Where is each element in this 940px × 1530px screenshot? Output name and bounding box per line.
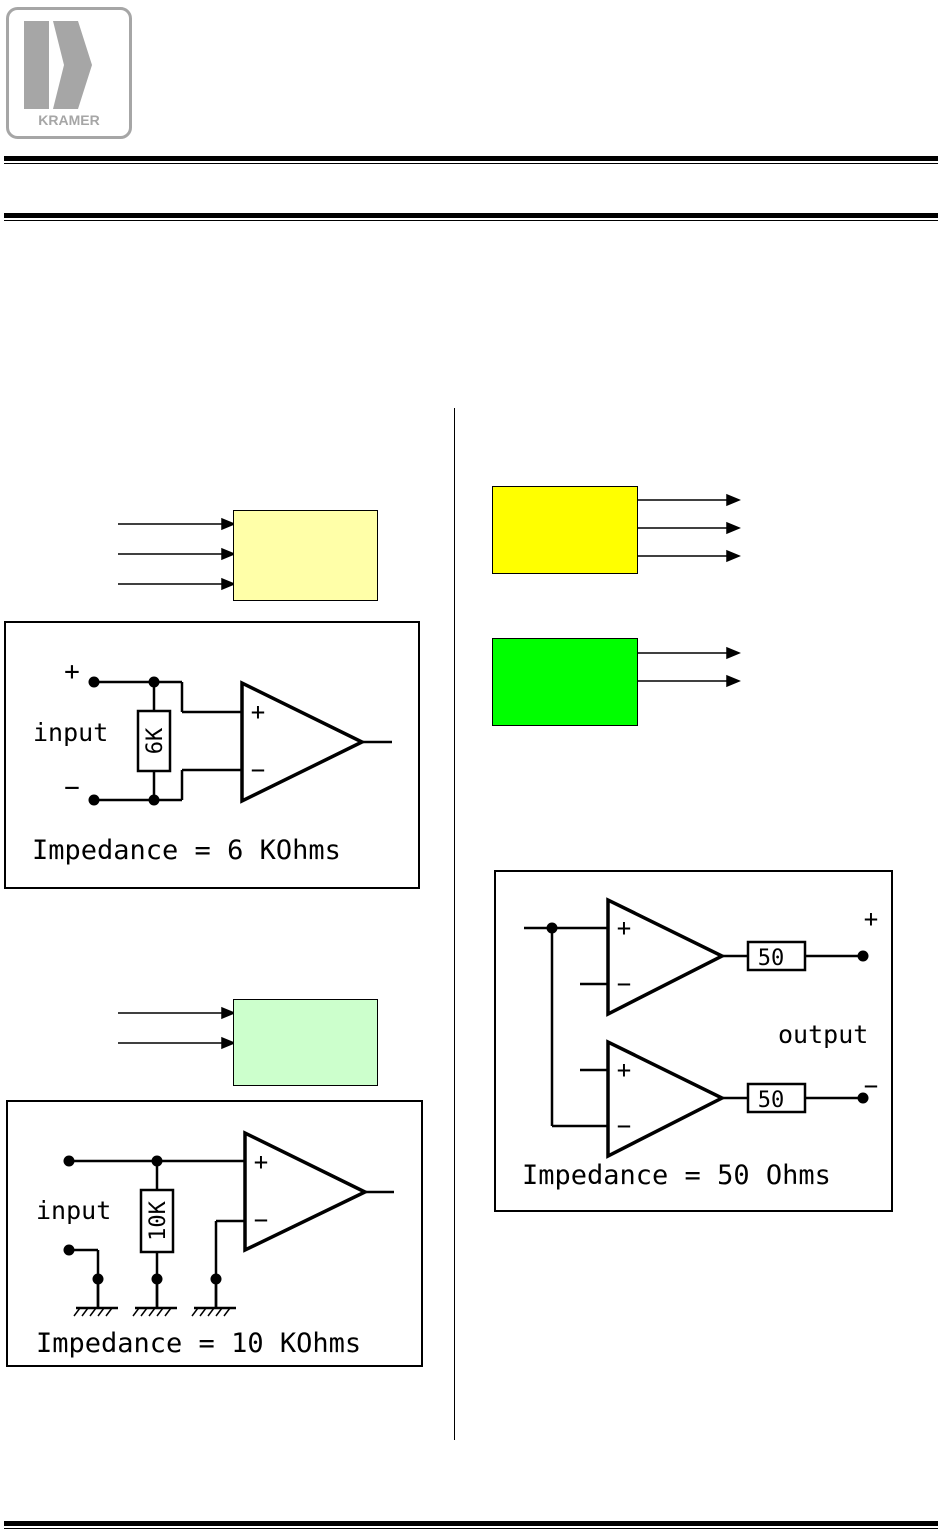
impedance-label-6k: Impedance = 6 KOhms: [32, 835, 341, 866]
input-label: input: [36, 1196, 111, 1225]
amp1-plus-sign: +: [617, 914, 631, 942]
resistor-label-50-bottom: 50: [758, 1088, 785, 1113]
output-minus-sign: −: [864, 1072, 878, 1100]
resistor-label-50-top: 50: [758, 946, 785, 971]
balanced-input-block: [233, 510, 378, 601]
resistor-10k: [139, 1188, 175, 1254]
op-amp-triangle: [240, 680, 366, 804]
header-rule-top: [4, 156, 938, 164]
balanced-input-arrows: [118, 517, 236, 591]
resistor-50-top: [746, 940, 807, 972]
footer-rule: [4, 1521, 938, 1529]
kramer-logo: KRAMER: [6, 7, 132, 139]
op-amp-triangle: [243, 1130, 369, 1253]
amp2-plus-sign: +: [617, 1056, 631, 1084]
impedance-label-50: Impedance = 50 Ohms: [522, 1160, 831, 1191]
header-rule-bottom: [4, 213, 938, 221]
unbalanced-output-block: [492, 638, 638, 726]
unbalanced-output-arrows: [637, 646, 741, 688]
amp-minus-sign: −: [254, 1206, 268, 1234]
column-divider: [454, 408, 455, 1440]
ground-symbols: [73, 1279, 236, 1317]
schematic-6k: + − input 6K + − Impedance = 6 KOhms: [32, 657, 392, 866]
logo-wordmark: KRAMER: [38, 112, 99, 128]
input-label: input: [33, 718, 108, 747]
schematic-50-ohm: + − + − 50 50 + − output Impedance = 50 …: [522, 897, 878, 1191]
output-plus-sign: +: [864, 905, 878, 933]
amp-minus-sign: −: [251, 756, 265, 784]
amp-plus-sign: +: [254, 1148, 268, 1176]
resistor-50-bottom: [746, 1082, 807, 1114]
unbalanced-input-arrows: [118, 1006, 236, 1050]
output-label: output: [778, 1020, 868, 1049]
resistor-6k: [136, 709, 172, 773]
input-minus-sign: −: [64, 773, 80, 803]
resistor-label-10k: 10K: [146, 1200, 171, 1240]
panel-unbalanced-input-10k: input 10K + − Impedance = 10 KOhms: [6, 1100, 423, 1367]
amp2-minus-sign: −: [617, 1112, 631, 1140]
op-amp-triangle-bottom: [606, 1039, 726, 1159]
schematic-10k: input 10K + − Impedance = 10 KOhms: [36, 1130, 394, 1359]
unbalanced-input-block: [233, 999, 378, 1086]
impedance-label-10k: Impedance = 10 KOhms: [36, 1328, 361, 1359]
resistor-label-6k: 6K: [143, 727, 168, 754]
op-amp-triangle-top: [606, 897, 726, 1017]
amp1-minus-sign: −: [617, 970, 631, 998]
input-plus-sign: +: [64, 657, 80, 687]
panel-output-50-ohm: + − + − 50 50 + − output Impedance = 50 …: [494, 870, 893, 1212]
balanced-output-arrows: [637, 493, 741, 563]
panel-balanced-input-6k: + − input 6K + − Impedance = 6 KOhms: [4, 621, 420, 889]
balanced-output-block: [492, 486, 638, 574]
amp-plus-sign: +: [251, 698, 265, 726]
